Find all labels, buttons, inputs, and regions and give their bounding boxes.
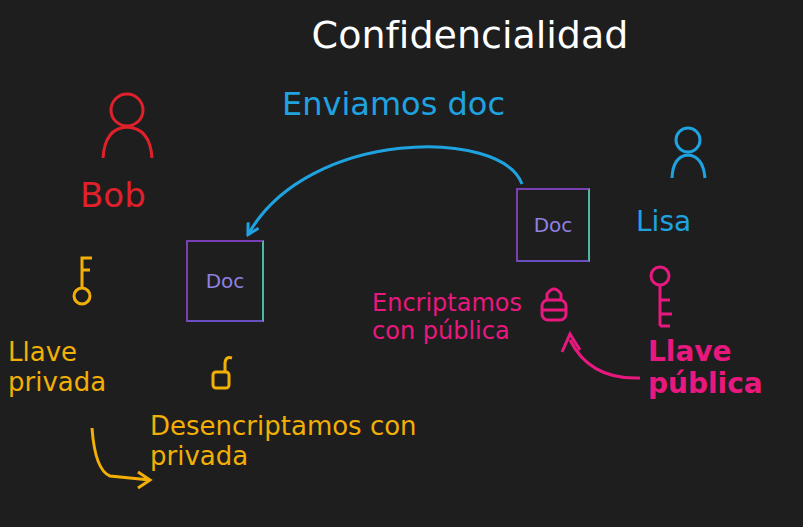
step-note: Desencriptamos con privada — [150, 412, 450, 472]
key-label: Llave pública — [648, 336, 798, 400]
closed-lock — [542, 289, 566, 320]
document-label: Doc — [206, 269, 245, 293]
lisa-figure — [672, 128, 705, 178]
document-box: Doc — [186, 240, 264, 322]
document-label: Doc — [534, 213, 573, 237]
bob-figure — [103, 94, 152, 158]
document-box: Doc — [516, 188, 590, 262]
send-arrow — [248, 147, 522, 234]
private-key — [74, 258, 92, 304]
person-name: Lisa — [636, 206, 746, 238]
open-lock — [213, 358, 232, 388]
leader-arrow — [562, 334, 640, 378]
public-key — [651, 267, 672, 326]
person-name: Bob — [80, 176, 190, 215]
leader-arrow — [92, 428, 150, 488]
diagram-title: Confidencialidad — [300, 14, 640, 58]
step-note: Encriptamos con pública — [372, 290, 542, 345]
edge-label: Enviamos doc — [282, 86, 542, 123]
key-label: Llave privada — [8, 338, 158, 398]
